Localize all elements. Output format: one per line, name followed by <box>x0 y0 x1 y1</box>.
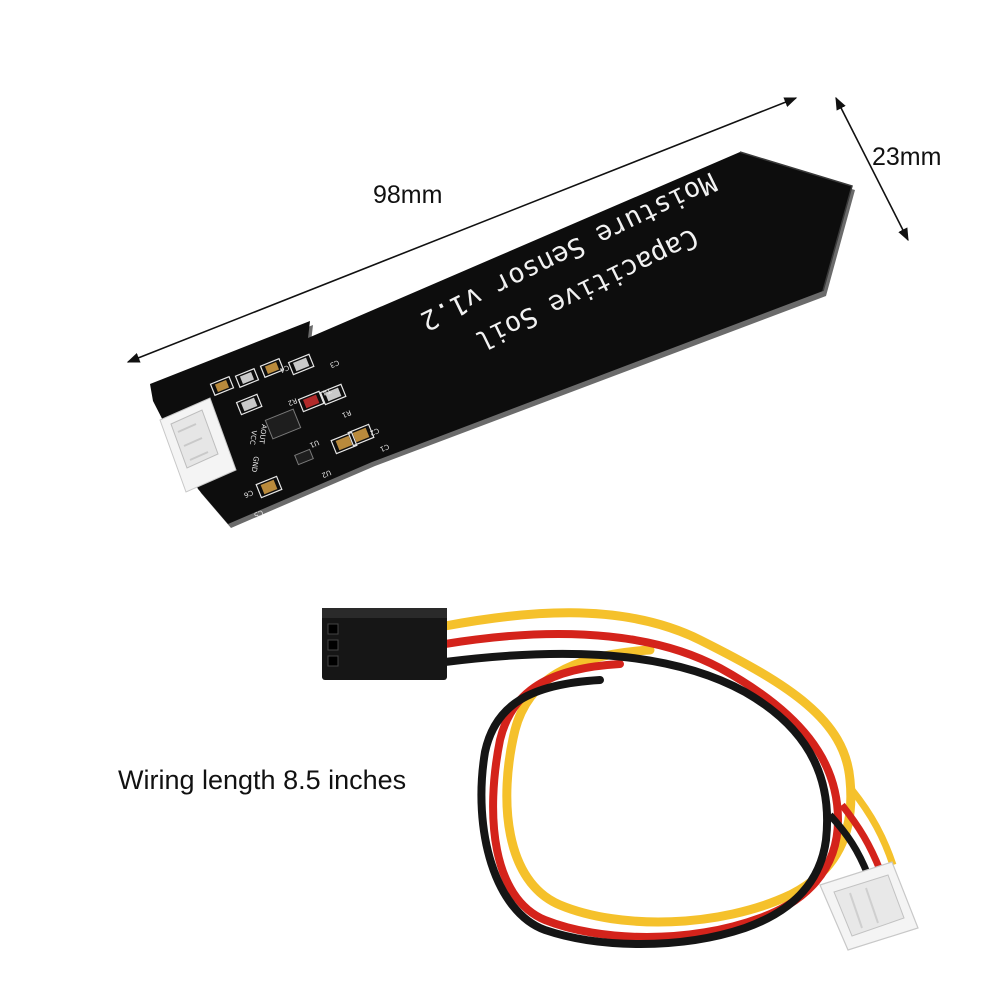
jumper-cable <box>322 608 919 951</box>
width-label: 23mm <box>872 143 942 171</box>
width-dimension-arrow <box>835 96 909 242</box>
svg-text:T4: T4 <box>321 386 334 397</box>
length-dimension-arrow <box>126 97 798 363</box>
svg-text:C1: C1 <box>379 442 391 453</box>
component-area: C4 C3 T4 R2 R1 U1 C2 C1 U2 C6 C5 AOUT VC… <box>209 353 391 519</box>
svg-text:U1: U1 <box>308 438 320 449</box>
wire-black <box>441 649 832 948</box>
svg-text:C2: C2 <box>369 426 381 437</box>
svg-text:C5: C5 <box>253 508 265 519</box>
svg-text:C4: C4 <box>278 363 290 374</box>
svg-text:C3: C3 <box>329 358 341 369</box>
wire-yellow <box>440 608 856 927</box>
svg-text:GND: GND <box>250 456 260 473</box>
board-connector <box>159 397 237 493</box>
svg-text:R1: R1 <box>341 408 353 419</box>
pcb-body <box>150 152 852 524</box>
svg-text:U2: U2 <box>320 468 332 479</box>
svg-text:VCC: VCC <box>248 430 258 446</box>
dupont-connector <box>322 608 447 680</box>
svg-text:AOUT: AOUT <box>257 424 268 445</box>
length-label: 98mm <box>373 181 443 209</box>
ic-chip <box>264 408 302 440</box>
wiring-length-label: Wiring length 8.5 inches <box>118 765 407 795</box>
svg-text:R2: R2 <box>287 396 299 407</box>
jst-plug <box>819 861 919 951</box>
sensor-board: Capacitive Soil Moisture Sensor v1.2 <box>150 151 855 528</box>
svg-text:C6: C6 <box>242 488 254 499</box>
